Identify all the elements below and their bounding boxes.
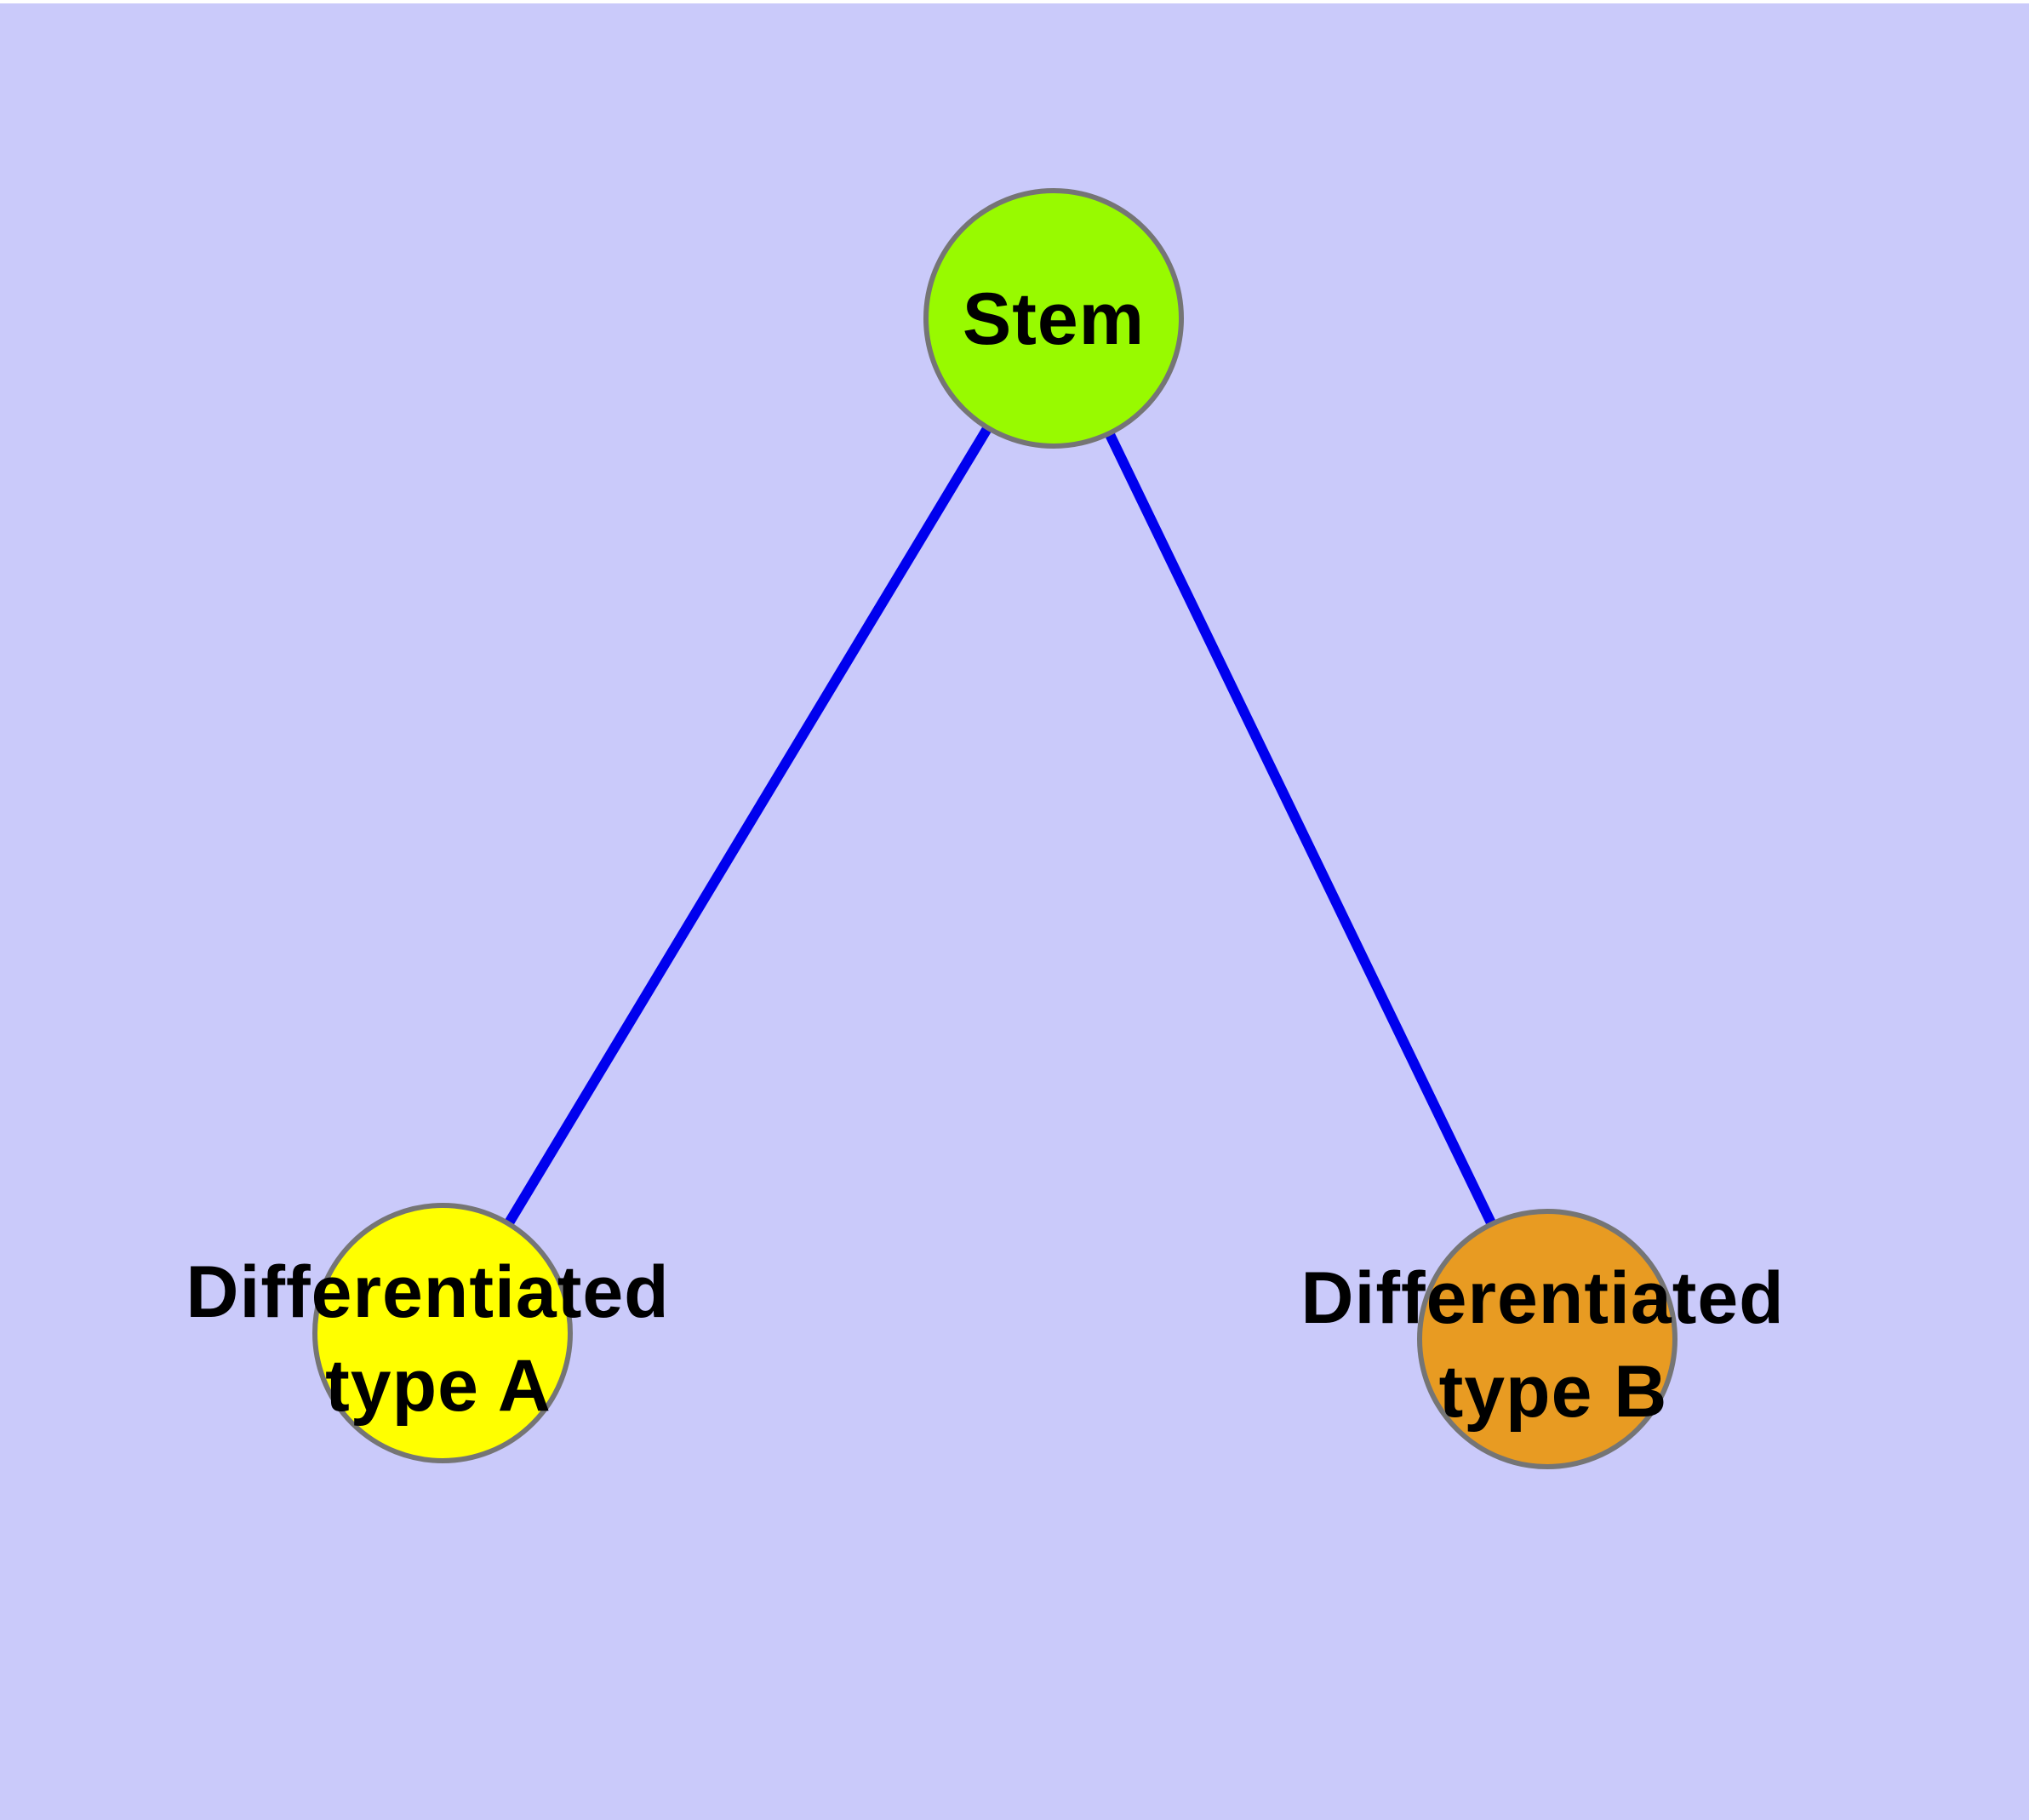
node-type-b-label-line2: type B bbox=[1439, 1351, 1668, 1433]
edge-group bbox=[437, 315, 1552, 1342]
node-differentiated-type-b[interactable]: Differentiated type B bbox=[1300, 1209, 1805, 1469]
edge-stem-to-type-a bbox=[437, 315, 1059, 1336]
node-type-b-label-line1: Differentiated bbox=[1300, 1257, 1784, 1339]
node-type-a-label-line1: Differentiated bbox=[186, 1251, 669, 1333]
edge-stem-to-type-b bbox=[1049, 316, 1552, 1342]
node-stem-label: Stem bbox=[963, 278, 1145, 360]
node-differentiated-type-a[interactable]: Differentiated type A bbox=[186, 1203, 690, 1463]
node-type-b-label: Differentiated type B bbox=[1300, 1257, 1805, 1433]
node-type-b-circle[interactable] bbox=[1417, 1209, 1677, 1469]
node-type-a-label: Differentiated type A bbox=[186, 1251, 690, 1427]
node-stem[interactable]: Stem bbox=[923, 188, 1184, 449]
node-type-a-label-line2: type A bbox=[325, 1345, 552, 1427]
node-type-a-circle[interactable] bbox=[312, 1203, 573, 1463]
node-stem-circle[interactable] bbox=[923, 188, 1184, 449]
